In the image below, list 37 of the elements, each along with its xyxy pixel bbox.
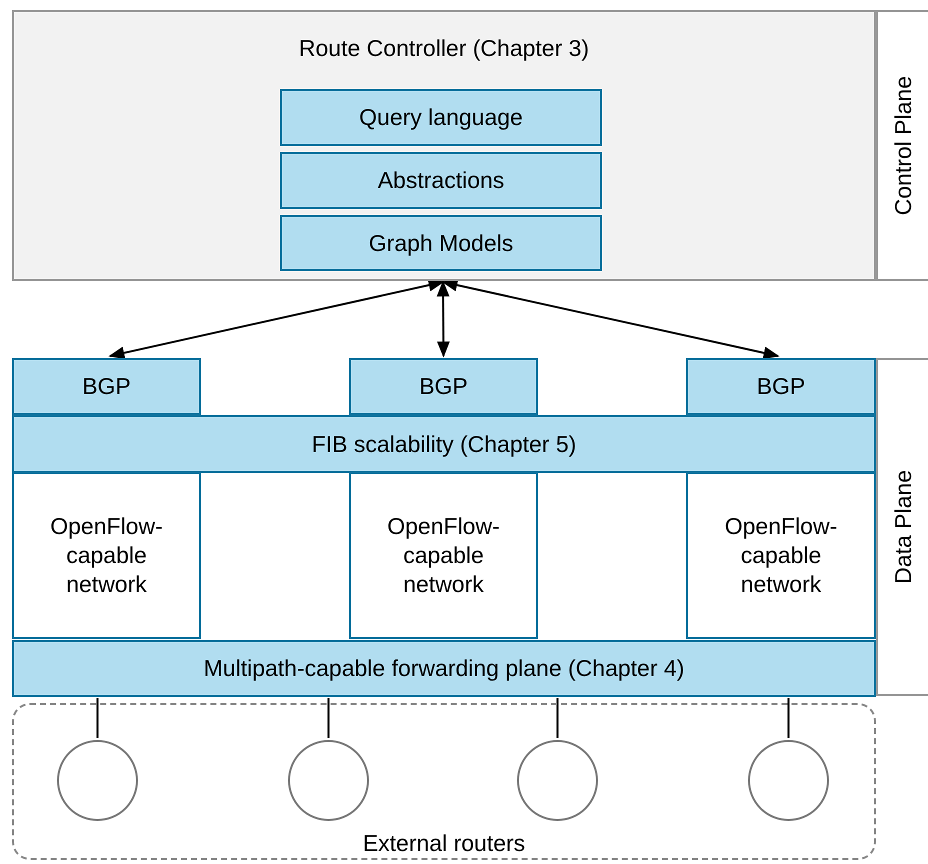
network-box [12,472,201,639]
arrow [436,280,450,358]
network-box [686,472,876,639]
layer-box [12,640,876,697]
layer-box [12,415,876,473]
controller-panel [12,10,876,281]
box-label: BGP [419,372,468,401]
box-label: Abstractions [378,166,504,195]
connector-line [556,698,558,738]
box-label: Graph Models [368,228,514,258]
layer-box [349,358,538,415]
plane-label: Control Plane [888,76,916,216]
plane-label: Data Plane [888,470,916,584]
plane-band [876,10,928,281]
router-group [12,703,876,860]
connector-line [328,698,330,738]
box-label: Query language [359,103,523,132]
box-label: OpenFlow-capable network [724,512,838,599]
box-label: BGP [756,372,806,401]
box-label: OpenFlow-capable network [386,512,501,599]
connector-line [788,698,790,738]
box-label: OpenFlow-capable network [49,512,164,599]
box-label: Multipath-capable forwarding plane (Chapter 4) [204,654,684,683]
network-box [349,472,538,639]
box-label: FIB scalability (Chapter 5) [312,430,576,458]
arrow [441,278,780,360]
group-label: External routers [362,829,526,858]
layer-box [280,89,602,146]
layer-box [686,358,876,415]
layer-box [12,358,201,415]
layer-box [280,152,602,209]
plane-band [876,358,928,696]
arrow [108,278,445,360]
layer-box [280,215,602,271]
connector-line [96,698,98,738]
box-label: BGP [82,372,131,401]
panel-title: Route Controller (Chapter 3) [298,34,590,63]
